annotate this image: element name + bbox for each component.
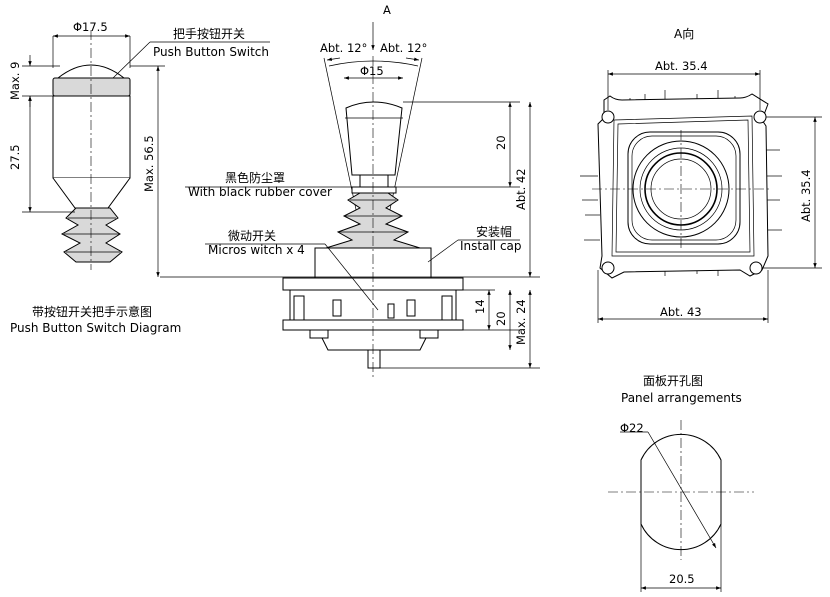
dim-20-top: 20 (494, 135, 508, 150)
push-button-label-cn: 把手按钮开关 (173, 26, 245, 41)
install-cap-label-cn: 安装帽 (476, 224, 512, 239)
bellows (60, 207, 123, 263)
push-button-label-en: Push Button Switch (153, 45, 269, 59)
mount-hole-tr (753, 110, 767, 124)
view-a-mark: A (383, 3, 391, 17)
handle-collar (52, 77, 131, 97)
handle-neck (359, 174, 389, 188)
dim-abt-35-4-v: Abt. 35.4 (799, 169, 813, 222)
a-view-title: A向 (674, 26, 694, 41)
push-button-caption-cn: 带按钮开关把手示意图 (32, 304, 152, 319)
handle-body (52, 95, 131, 179)
angle-left-label: Abt. 12° (320, 41, 367, 55)
dim-max-56-5: Max. 56.5 (142, 135, 156, 192)
a-view: A向 (580, 26, 822, 323)
dim-dia-22: Φ22 (620, 421, 644, 435)
handle-taper (52, 177, 131, 209)
microswitch-label-cn: 微动开关 (228, 229, 276, 243)
dim-20: 20 (494, 311, 508, 326)
dim-20-5: 20.5 (669, 572, 695, 586)
panel-title-cn: 面板开孔图 (643, 374, 703, 388)
push-button-switch-view: Φ17.5 Max. 9 27.5 Max. 56.5 把手按钮开关 Push … (8, 20, 270, 335)
dim-abt-42: Abt. 42 (514, 168, 528, 210)
dim-abt-43: Abt. 43 (660, 305, 702, 319)
mount-hole-bl (601, 261, 615, 275)
dim-dia-15: Φ15 (360, 64, 384, 78)
push-button-caption-en: Push Button Switch Diagram (10, 321, 181, 335)
dim-27-5: 27.5 (8, 144, 22, 170)
handle (345, 101, 403, 176)
base-bottom (317, 329, 431, 351)
dim-14: 14 (473, 299, 487, 314)
shaft-end (367, 349, 381, 369)
rubber-cover-label-cn: 黑色防尘罩 (225, 170, 285, 185)
dim-dia-17-5: Φ17.5 (73, 20, 108, 34)
dim-abt-35-4-h: Abt. 35.4 (655, 59, 708, 73)
mount-hole-br (749, 261, 763, 275)
angle-right-label: Abt. 12° (380, 41, 427, 55)
rubber-cover-label-en: With black rubber cover (188, 185, 332, 199)
install-cap-label-en: Install cap (460, 239, 522, 253)
microswitch-label-en: Micros witch x 4 (208, 243, 305, 257)
dim-max-24: Max. 24 (514, 299, 528, 345)
dim-max-9: Max. 9 (8, 62, 22, 100)
mount-hole-tl (601, 110, 615, 124)
panel-title-en: Panel arrangements (621, 391, 742, 405)
joystick-side-view: A Abt. 12° Abt. 12° Φ15 (160, 3, 540, 380)
panel-arrangement: 面板开孔图 Panel arrangements Φ22 20.5 (608, 374, 754, 592)
